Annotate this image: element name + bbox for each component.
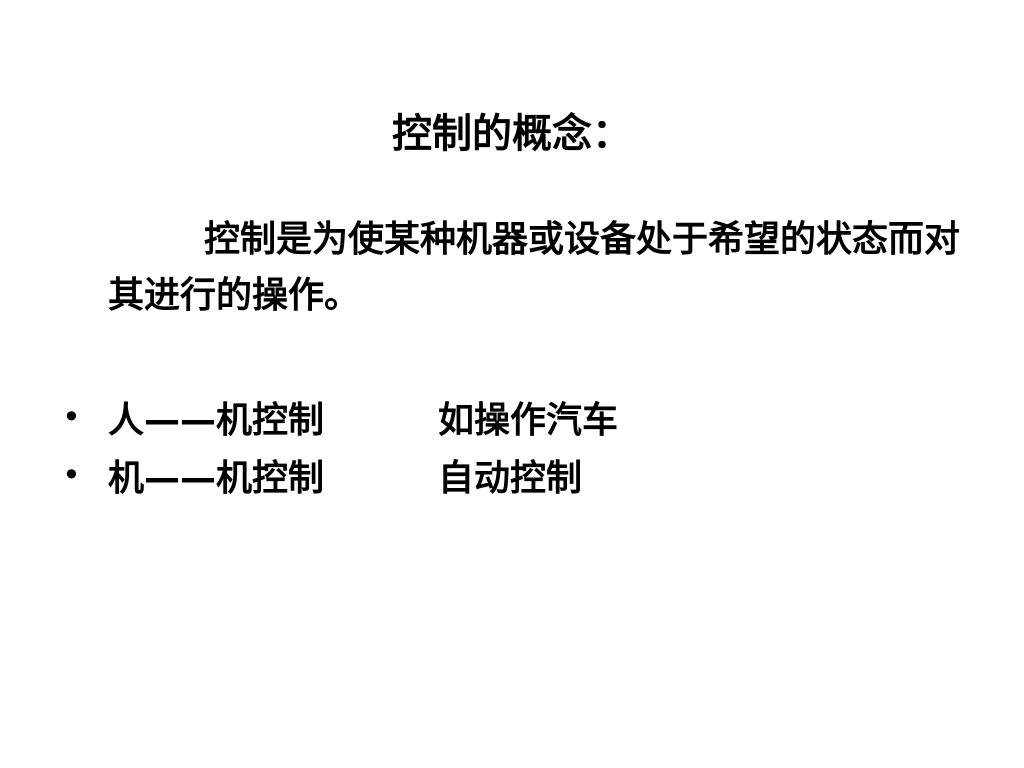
bullet-marker: •	[62, 398, 81, 436]
bullet-term: 人——机控制	[108, 400, 325, 441]
bullet-list: • 人——机控制 如操作汽车 • 机——机控制 自动控制	[62, 388, 962, 504]
bullet-example: 自动控制	[438, 458, 583, 499]
bullet-example: 如操作汽车	[438, 400, 619, 441]
bullet-term: 机——机控制	[108, 458, 325, 499]
list-item: • 人——机控制 如操作汽车	[62, 388, 962, 446]
bullet-marker: •	[62, 456, 81, 494]
slide-title: 控制的概念：	[392, 111, 632, 157]
list-item: • 机——机控制 自动控制	[62, 446, 962, 504]
definition-text: 控制是为使某种机器或设备处于希望的状态而对其进行的操作。	[108, 219, 961, 316]
